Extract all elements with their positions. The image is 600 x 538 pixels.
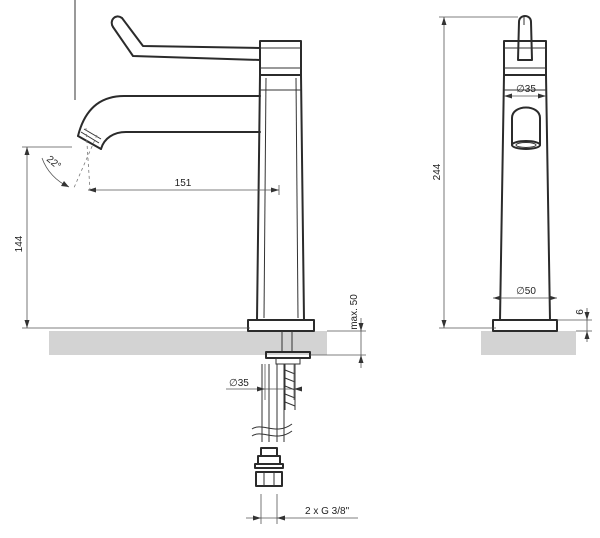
- dim-max-deck: max. 50: [310, 294, 366, 368]
- faucet-body-front: [499, 74, 551, 321]
- dim-top-diameter: ∅35: [504, 84, 546, 99]
- spout-outlet: [511, 106, 541, 150]
- dim-angle: 22°: [41, 154, 70, 188]
- dim-base-height: 6: [557, 308, 592, 342]
- side-view: 144 22° 151 max. 50: [14, 0, 366, 524]
- label-spout-reach: 151: [175, 178, 192, 189]
- base-flange: [247, 319, 315, 332]
- label-connection: 2 x G 3/8": [305, 506, 350, 517]
- handle-head-front: [503, 40, 547, 76]
- front-view: 244 ∅35 ∅50 6: [432, 15, 592, 355]
- base-front: [492, 319, 558, 332]
- countertop-front: [481, 331, 576, 355]
- label-base-diameter: ∅50: [516, 286, 536, 297]
- label-angle: 22°: [44, 154, 63, 172]
- dim-spout-height: 144: [14, 146, 250, 329]
- handle-head: [259, 40, 302, 76]
- label-max-deck: max. 50: [349, 294, 360, 330]
- label-base-height: 6: [575, 309, 586, 315]
- lever-handle: [110, 15, 261, 61]
- faucet-body: [256, 74, 305, 321]
- label-top-diameter: ∅35: [516, 84, 536, 95]
- label-hole-diameter: ∅35: [229, 378, 249, 389]
- dim-base-diameter: ∅50: [493, 286, 557, 301]
- dim-connection: 2 x G 3/8": [246, 494, 358, 524]
- label-spout-height: 144: [14, 235, 25, 252]
- lever-front: [517, 15, 533, 61]
- flex-hoses: [251, 364, 293, 487]
- dim-hole-diameter: ∅35: [226, 364, 302, 400]
- dim-total-height: 244: [432, 16, 518, 329]
- label-total-height: 244: [432, 163, 443, 180]
- dim-spout-reach: 151: [88, 178, 280, 195]
- spout: [77, 95, 261, 150]
